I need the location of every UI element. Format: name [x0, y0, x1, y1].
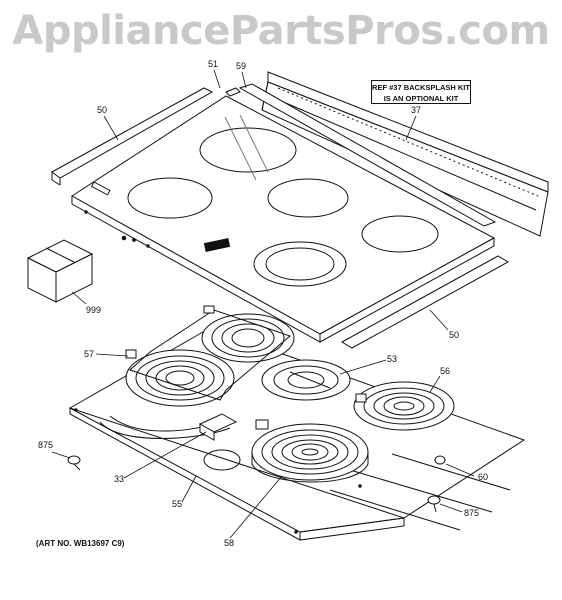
callout-50-top: 50	[97, 105, 107, 115]
trim-strip-59	[238, 83, 497, 227]
callout-55: 55	[172, 499, 182, 509]
clip-60	[434, 455, 446, 465]
callout-57: 57	[84, 349, 94, 359]
screw-875-right	[427, 495, 441, 513]
backsplash-note: REF #37 BACKSPLASH KIT IS AN OPTIONAL KI…	[371, 80, 471, 104]
backsplash-kit	[261, 71, 549, 237]
callout-875-right: 875	[464, 508, 479, 518]
callout-58: 58	[224, 538, 234, 548]
package-999	[26, 239, 94, 303]
callout-33: 33	[114, 474, 124, 484]
callout-53: 53	[387, 354, 397, 364]
callout-labels: 50 51 59 37 999 50 57 53 56 875 33 55 60…	[38, 59, 488, 548]
callout-60: 60	[478, 472, 488, 482]
note-line-1: REF #37 BACKSPLASH KIT	[372, 83, 470, 92]
side-trim-right	[340, 255, 510, 349]
callout-37: 37	[411, 105, 421, 115]
trim-strip-51	[225, 87, 241, 97]
callout-56: 56	[440, 366, 450, 376]
element-56	[353, 381, 455, 431]
glass-cooktop	[71, 95, 496, 343]
element-53	[261, 359, 351, 401]
leader-lines	[51, 69, 475, 539]
element-58	[251, 419, 369, 483]
screw-875-left	[67, 455, 81, 471]
callout-59: 59	[236, 61, 246, 71]
dual-element-57	[125, 305, 295, 407]
switch-33	[198, 413, 238, 441]
callout-50-right: 50	[449, 330, 459, 340]
watermark: AppliancePartsPros.com	[12, 8, 550, 54]
side-trim-left	[51, 87, 214, 186]
callout-999: 999	[86, 305, 101, 315]
note-line-2: IS AN OPTIONAL KIT	[383, 94, 459, 103]
callout-875-left: 875	[38, 440, 53, 450]
art-number: (ART NO. WB13697 C9)	[36, 539, 125, 548]
callout-51: 51	[208, 59, 218, 69]
